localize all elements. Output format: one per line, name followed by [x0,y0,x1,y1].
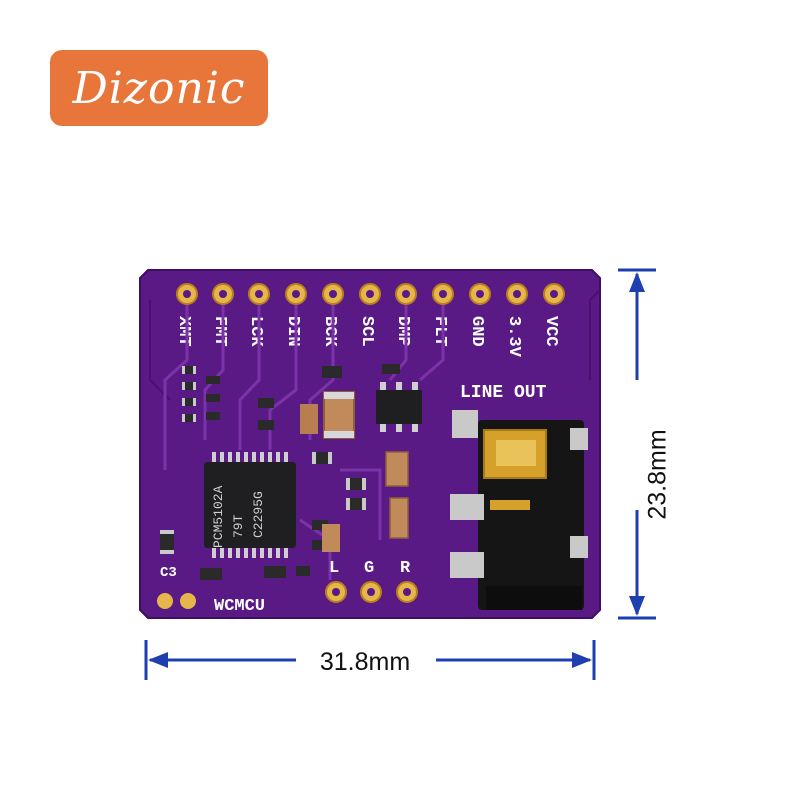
brand-name: Dizonic [72,62,246,114]
height-dimension-label: 23.8mm [643,429,672,520]
silk-line-out: LINE OUT [460,383,547,403]
width-dimension-label: 31.8mm [319,648,411,676]
pin-label-din: DIN [283,316,302,347]
chip-line-1: PCM5102A [211,485,226,548]
chip-line-2: 79T [231,514,246,538]
silk-pin-r: R [400,559,411,578]
brand-badge: Dizonic [50,50,268,126]
silkscreen: LINE OUT WCMCU C3 L G R [160,383,547,616]
pin-label-dmp: DMP [393,316,412,347]
pin-label-scl: SCL [357,316,376,347]
dimension-arrows [144,268,656,680]
bottom-pads [157,581,418,609]
silk-c3: C3 [160,565,177,581]
chip-line-3: C2295G [251,491,266,538]
pin-label-gnd: GND [467,316,486,347]
pin-label-vcc: VCC [541,316,560,347]
pin-label-3v3: 3.3V [504,316,523,358]
silk-pin-g: G [364,559,374,578]
pin-label-xmt: XMT [174,316,193,347]
pin-label-bck: BCK [320,316,339,347]
pin-label-lck: LCK [246,316,265,347]
pcm-chip: PCM5102A 79T C2295G [204,452,296,558]
audio-jack [450,410,588,610]
top-pin-pads [176,283,565,305]
smd-components [160,364,422,580]
silk-wcmcu: WCMCU [214,597,265,616]
pin-label-flt: FLT [430,316,449,347]
silk-pin-l: L [329,559,339,578]
pin-label-fmt: FMT [210,316,229,347]
